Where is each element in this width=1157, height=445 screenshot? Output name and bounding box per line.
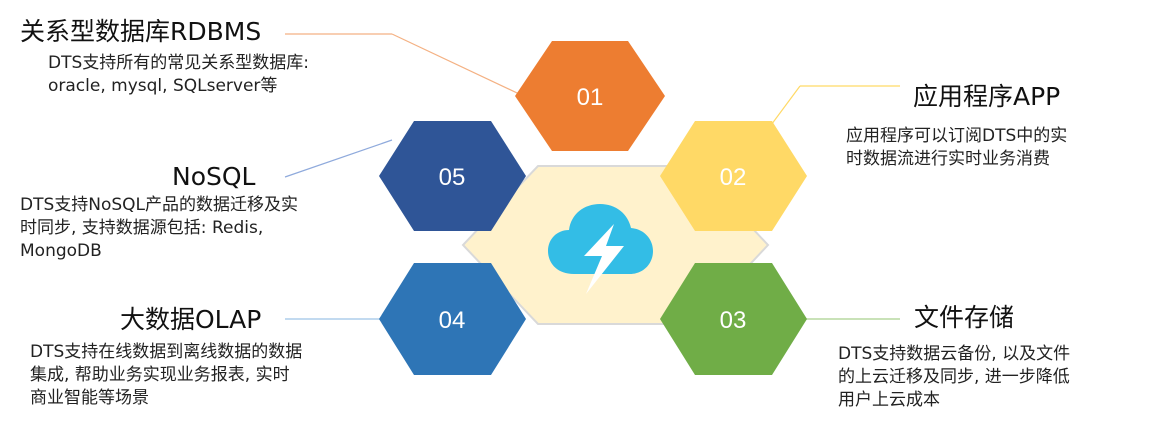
label-desc-05-line-1: DTS支持NoSQL产品的数据迁移及实	[20, 195, 299, 215]
label-title-01: 关系型数据库RDBMS	[20, 17, 262, 46]
label-title-02: 应用程序APP	[913, 82, 1061, 111]
label-block-01: 关系型数据库RDBMS DTS支持所有的常见关系型数据库: oracle, my…	[20, 17, 390, 98]
connector-line-01-diag	[391, 33, 533, 101]
label-block-04: 大数据OLAP DTS支持在线数据到离线数据的数据 集成, 帮助业务实现业务报表…	[30, 305, 390, 410]
label-desc-04-line-3: 商业智能等场景	[30, 388, 149, 408]
label-desc-01: DTS支持所有的常见关系型数据库: oracle, mysql, SQLserv…	[48, 52, 390, 98]
label-desc-05-line-3: MongoDB	[20, 241, 102, 261]
label-desc-04-line-2: 集成, 帮助业务实现业务报表, 实时	[30, 365, 290, 385]
label-desc-01-line-1: DTS支持所有的常见关系型数据库:	[48, 53, 309, 73]
label-desc-04: DTS支持在线数据到离线数据的数据 集成, 帮助业务实现业务报表, 实时 商业智…	[30, 341, 390, 410]
hexagon-05: 05	[379, 121, 526, 231]
label-desc-02-line-1: 应用程序可以订阅DTS中的实	[846, 126, 1068, 146]
hexagon-02: 02	[660, 121, 807, 231]
label-title-04: 大数据OLAP	[120, 305, 262, 334]
label-title-03: 文件存储	[914, 303, 1015, 332]
hexagon-03: 03	[660, 263, 807, 375]
label-desc-05-line-2: 时同步, 支持数据源包括: Redis,	[20, 218, 264, 238]
label-block-03: 文件存储 DTS支持数据云备份, 以及文件 的上云迁移及同步, 进一步降低 用户…	[838, 303, 1148, 412]
hex-number-02: 02	[720, 164, 747, 191]
hex-number-01: 01	[577, 84, 604, 111]
cloud-lightning-icon	[548, 204, 653, 294]
label-desc-03-line-1: DTS支持数据云备份, 以及文件	[838, 344, 1071, 364]
label-desc-02-line-2: 时数据流进行实时业务消费	[846, 149, 1050, 169]
label-desc-05: DTS支持NoSQL产品的数据迁移及实 时同步, 支持数据源包括: Redis,…	[20, 194, 380, 263]
label-desc-01-line-2: oracle, mysql, SQLserver等	[48, 76, 278, 96]
label-desc-04-line-1: DTS支持在线数据到离线数据的数据	[30, 342, 303, 362]
label-block-05: NoSQL DTS支持NoSQL产品的数据迁移及实 时同步, 支持数据源包括: …	[20, 162, 380, 263]
label-desc-02: 应用程序可以订阅DTS中的实 时数据流进行实时业务消费	[846, 125, 1146, 171]
hex-number-05: 05	[439, 164, 466, 191]
hexagon-01: 01	[515, 41, 665, 151]
label-title-05: NoSQL	[172, 162, 256, 191]
connector-line-05	[284, 139, 393, 178]
hex-number-03: 03	[720, 307, 747, 334]
label-desc-03: DTS支持数据云备份, 以及文件 的上云迁移及同步, 进一步降低 用户上云成本	[838, 343, 1148, 412]
hex-number-04: 04	[439, 307, 466, 334]
hexagon-04: 04	[379, 263, 526, 375]
label-desc-03-line-2: 的上云迁移及同步, 进一步降低	[838, 367, 1070, 387]
label-block-02: 应用程序APP 应用程序可以订阅DTS中的实 时数据流进行实时业务消费	[846, 82, 1146, 171]
label-desc-03-line-3: 用户上云成本	[838, 390, 940, 410]
